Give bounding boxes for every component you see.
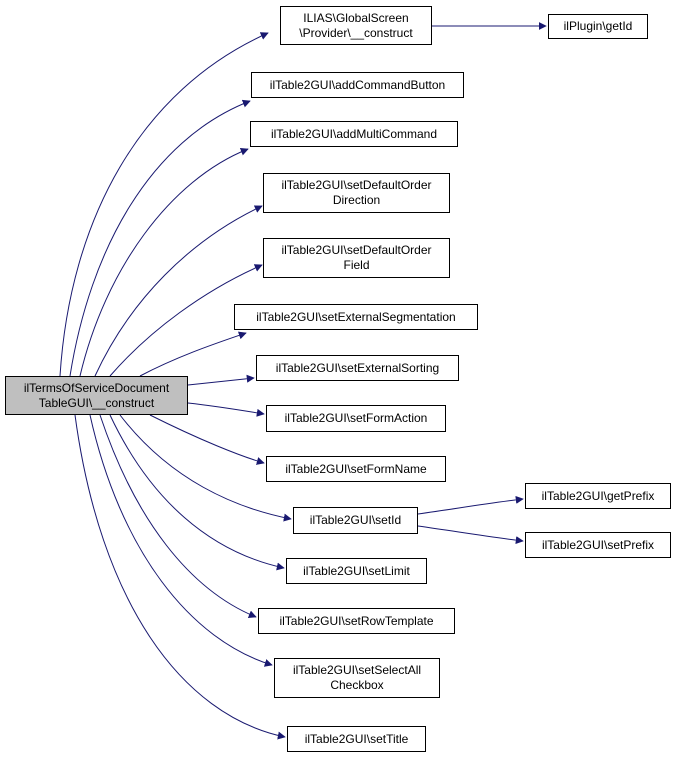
node-settitle[interactable]: ilTable2GUI\setTitle	[287, 726, 426, 752]
edge-root-orderdir	[94, 205, 263, 377]
node-addmulticommand[interactable]: ilTable2GUI\addMultiCommand	[250, 121, 458, 147]
edge-root-rowtpl	[99, 414, 257, 618]
edge-root-limit	[109, 414, 285, 571]
node-setdefaultorder-field[interactable]: ilTable2GUI\setDefaultOrder Field	[263, 238, 450, 278]
edge-setid-setprefix	[417, 525, 524, 545]
edge-root-formname	[149, 414, 265, 465]
node-globalscreen-provider-construct[interactable]: ILIAS\GlobalScreen \Provider\__construct	[280, 6, 432, 45]
node-setrowtemplate[interactable]: ilTable2GUI\setRowTemplate	[258, 608, 455, 634]
node-setselectall-checkbox[interactable]: ilTable2GUI\setSelectAll Checkbox	[274, 658, 440, 698]
edge-setid-getprefix	[417, 495, 524, 515]
node-plugin-getid[interactable]: ilPlugin\getId	[548, 14, 648, 39]
node-setdefaultorder-direction[interactable]: ilTable2GUI\setDefaultOrder Direction	[263, 173, 450, 213]
edge-root-setid	[119, 414, 292, 522]
edge-root-extseg	[139, 331, 247, 377]
node-setexternalsegmentation[interactable]: ilTable2GUI\setExternalSegmentation	[234, 304, 478, 330]
node-setlimit[interactable]: ilTable2GUI\setLimit	[286, 558, 427, 584]
node-setformname[interactable]: ilTable2GUI\setFormName	[266, 456, 446, 482]
edge-root-addmulti	[79, 147, 249, 377]
edge-root-title	[74, 414, 286, 740]
edge-root-gs	[59, 32, 269, 377]
edge-root-selall	[89, 414, 273, 667]
node-root-terms-of-service-document-tablegui-construct[interactable]: ilTermsOfServiceDocument TableGUI\__cons…	[5, 376, 188, 415]
node-setprefix[interactable]: ilTable2GUI\setPrefix	[525, 532, 671, 558]
edge-root-addcmd	[69, 99, 251, 377]
node-getprefix[interactable]: ilTable2GUI\getPrefix	[525, 483, 671, 509]
edge-root-formact	[187, 402, 265, 417]
node-setid[interactable]: ilTable2GUI\setId	[293, 507, 418, 534]
edge-root-orderfld	[109, 264, 263, 377]
node-addcommandbutton[interactable]: ilTable2GUI\addCommandButton	[251, 72, 464, 98]
edge-root-extsort	[187, 374, 255, 386]
node-setformaction[interactable]: ilTable2GUI\setFormAction	[266, 405, 446, 432]
node-setexternalsorting[interactable]: ilTable2GUI\setExternalSorting	[256, 355, 459, 381]
